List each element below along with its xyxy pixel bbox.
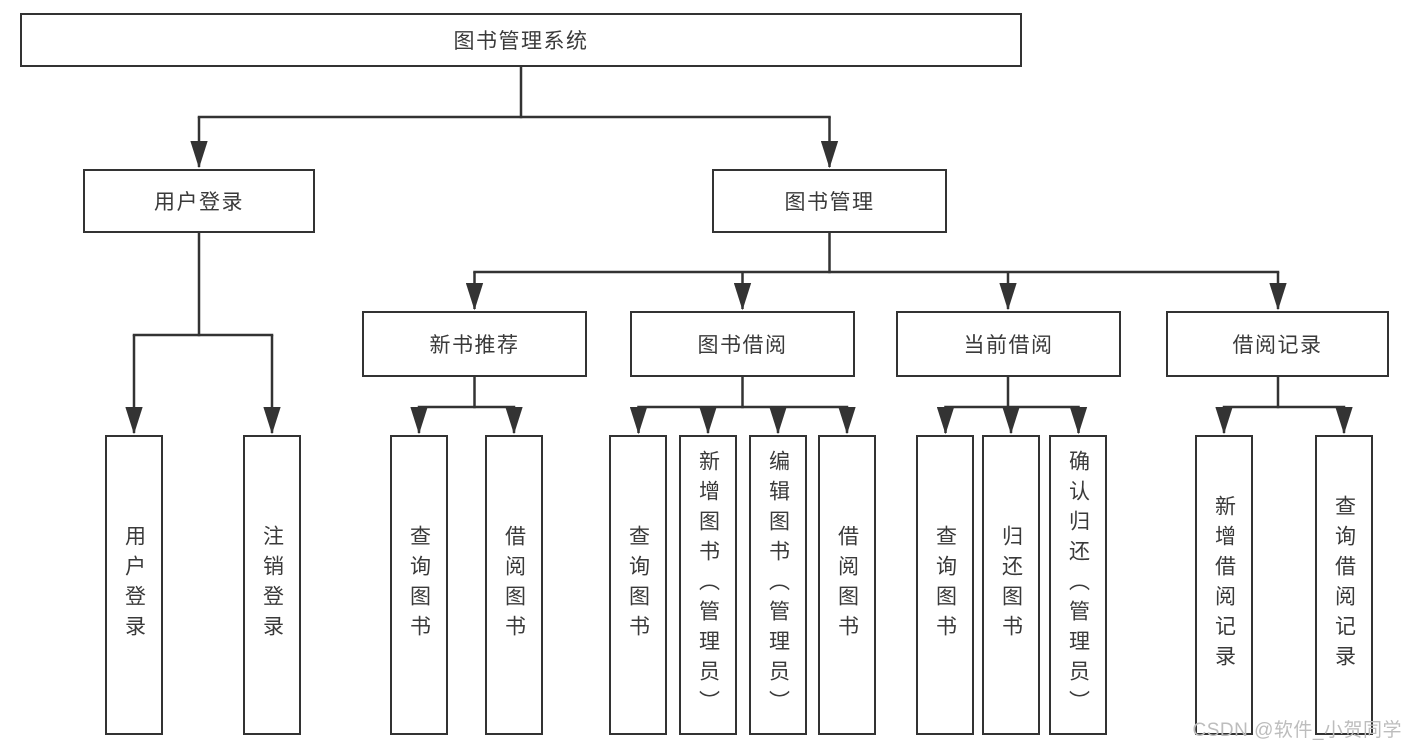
node-current-borrow: 当前借阅 [896, 311, 1121, 377]
leaf-query-books-borrow-label: 查询图书 [626, 525, 650, 645]
node-book-management-label: 图书管理 [784, 191, 875, 214]
node-book-management: 图书管理 [712, 169, 947, 233]
leaf-borrow-books-recommend: 借阅图书 [485, 435, 543, 735]
leaf-query-borrow-record-label: 查询借阅记录 [1332, 495, 1356, 675]
leaf-add-borrow-record-label: 新增借阅记录 [1212, 495, 1236, 675]
leaf-query-books-recommend-label: 查询图书 [407, 525, 431, 645]
leaf-logout: 注销登录 [243, 435, 301, 735]
leaf-borrow-books-recommend-label: 借阅图书 [502, 525, 526, 645]
node-user-login: 用户登录 [83, 169, 315, 233]
leaf-query-books-recommend: 查询图书 [390, 435, 448, 735]
node-user-login-label: 用户登录 [154, 191, 244, 214]
node-current-borrow-label: 当前借阅 [963, 334, 1054, 357]
node-borrow-records: 借阅记录 [1166, 311, 1389, 377]
leaf-edit-books-admin: 编辑图书（管理员） [749, 435, 807, 735]
leaf-query-books-current-label: 查询图书 [933, 525, 957, 645]
csdn-watermark: CSDN @软件_小贺同学 [1192, 720, 1402, 741]
leaf-return-books-label: 归还图书 [999, 525, 1023, 645]
leaf-return-books: 归还图书 [982, 435, 1040, 735]
node-book-borrow-label: 图书借阅 [697, 334, 788, 357]
leaf-user-login-label: 用户登录 [122, 525, 146, 645]
leaf-confirm-return-admin-label: 确认归还（管理员） [1066, 450, 1090, 720]
leaf-logout-label: 注销登录 [260, 525, 284, 645]
leaf-edit-books-admin-label: 编辑图书（管理员） [766, 450, 790, 720]
leaf-query-books-borrow: 查询图书 [609, 435, 667, 735]
node-library-management-system: 图书管理系统 [20, 13, 1022, 67]
leaf-query-books-current: 查询图书 [916, 435, 974, 735]
node-new-book-recommend-label: 新书推荐 [429, 334, 520, 357]
node-book-borrow: 图书借阅 [630, 311, 855, 377]
node-library-management-system-label: 图书管理系统 [453, 30, 589, 53]
leaf-user-login: 用户登录 [105, 435, 163, 735]
leaf-borrow-books: 借阅图书 [818, 435, 876, 735]
leaf-confirm-return-admin: 确认归还（管理员） [1049, 435, 1107, 735]
node-new-book-recommend: 新书推荐 [362, 311, 587, 377]
leaf-borrow-books-label: 借阅图书 [835, 525, 859, 645]
leaf-add-books-admin: 新增图书（管理员） [679, 435, 737, 735]
leaf-query-borrow-record: 查询借阅记录 [1315, 435, 1373, 735]
leaf-add-books-admin-label: 新增图书（管理员） [696, 450, 720, 720]
leaf-add-borrow-record: 新增借阅记录 [1195, 435, 1253, 735]
node-borrow-records-label: 借阅记录 [1232, 334, 1323, 357]
